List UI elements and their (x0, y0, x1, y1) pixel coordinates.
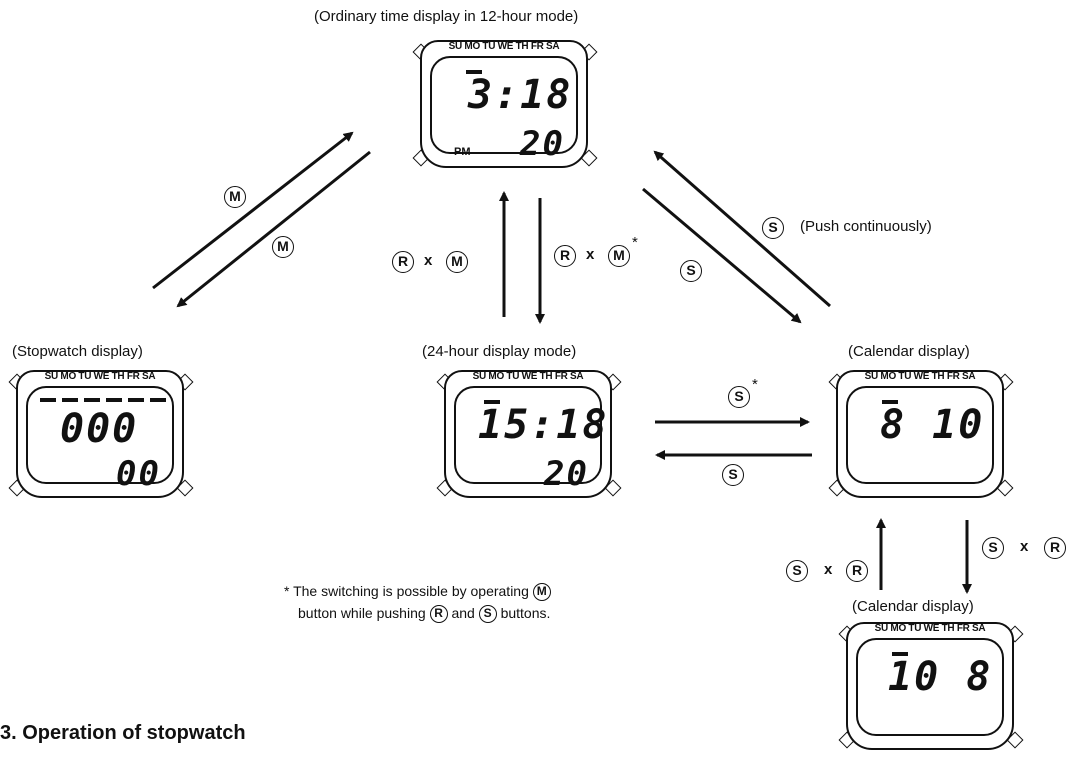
hour24-display-label: (24-hour display mode) (422, 343, 577, 360)
footnote-text: buttons. (500, 605, 551, 621)
asterisk-mark: * (752, 376, 758, 393)
day-indicator-bar (892, 652, 908, 656)
times-sign: x (424, 252, 433, 269)
day-indicator-bar (466, 70, 482, 74)
times-sign: x (1020, 538, 1029, 555)
m-button-symbol: M (272, 236, 294, 258)
m-button-symbol: M (608, 245, 630, 267)
r-button-symbol: R (554, 245, 576, 267)
m-button-symbol: M (224, 186, 246, 208)
footnote-text: * The switching is possible by operating (284, 583, 529, 599)
s-button-symbol: S (478, 605, 497, 624)
time-digits: 15:18 (478, 402, 609, 448)
watch-calendar: SU MO TU WE TH FR SA 8 10 (826, 370, 1016, 510)
r-button-symbol: R (1044, 537, 1066, 559)
arrow-stopwatch-to-ordinary (152, 131, 354, 290)
arrow-ordinary-to-stopwatch (176, 150, 371, 308)
arrow-ordinary-to-calendar (642, 187, 802, 324)
ordinary-display-label: (Ordinary time display in 12-hour mode) (314, 8, 579, 25)
weekday-row: SU MO TU WE TH FR SA (472, 371, 584, 382)
arrow-calendar-to-ordinary (653, 150, 831, 308)
date-digits: 8 10 (880, 402, 985, 448)
stopwatch-display-label: (Stopwatch display) (12, 343, 143, 360)
r-button-symbol: R (392, 251, 414, 273)
push-continuously-label: (Push continuously) (800, 218, 932, 235)
watch-ordinary: SU MO TU WE TH FR SA 3:18 PM 20 (410, 40, 600, 180)
s-button-symbol: S (982, 537, 1004, 559)
day-indicator-bar (484, 400, 500, 404)
watch-calendar-2: SU MO TU WE TH FR SA 10 8 (836, 622, 1026, 762)
r-button-symbol: R (846, 560, 868, 582)
section-heading: 3. Operation of stopwatch (0, 722, 246, 744)
time-digits: 3:18 (468, 72, 573, 118)
times-sign: x (586, 246, 595, 263)
seconds-digits: 20 (520, 124, 565, 164)
footnote-text: and (451, 605, 475, 621)
pm-indicator: PM (454, 146, 471, 158)
weekday-row: SU MO TU WE TH FR SA (864, 371, 976, 382)
watch-stopwatch: SU MO TU WE TH FR SA 000 00 (6, 370, 196, 510)
s-button-symbol: S (786, 560, 808, 582)
watch-hour24: SU MO TU WE TH FR SA 15:18 20 (434, 370, 624, 510)
weekday-row: SU MO TU WE TH FR SA (448, 41, 560, 52)
date-digits: 10 8 (888, 654, 993, 700)
s-button-symbol: S (722, 464, 744, 486)
stopwatch-hundredths: 00 (116, 454, 161, 494)
weekday-row: SU MO TU WE TH FR SA (874, 623, 986, 634)
m-button-symbol: M (446, 251, 468, 273)
day-indicator-bar (882, 400, 898, 404)
m-button-symbol: M (532, 583, 551, 602)
s-button-symbol: S (728, 386, 750, 408)
s-button-symbol: S (680, 260, 702, 282)
footnote: * The switching is possible by operating… (284, 580, 551, 624)
r-button-symbol: R (429, 605, 448, 624)
asterisk-mark: * (632, 234, 638, 251)
weekday-row: SU MO TU WE TH FR SA (44, 371, 156, 382)
seconds-digits: 20 (544, 454, 589, 494)
dashed-day-bar (40, 398, 168, 402)
calendar-display-label-2: (Calendar display) (852, 598, 974, 615)
calendar-display-label: (Calendar display) (848, 343, 970, 360)
times-sign: x (824, 561, 833, 578)
s-button-symbol: S (762, 217, 784, 239)
footnote-text: button while pushing (298, 605, 426, 621)
stopwatch-digits: 000 (60, 406, 139, 452)
